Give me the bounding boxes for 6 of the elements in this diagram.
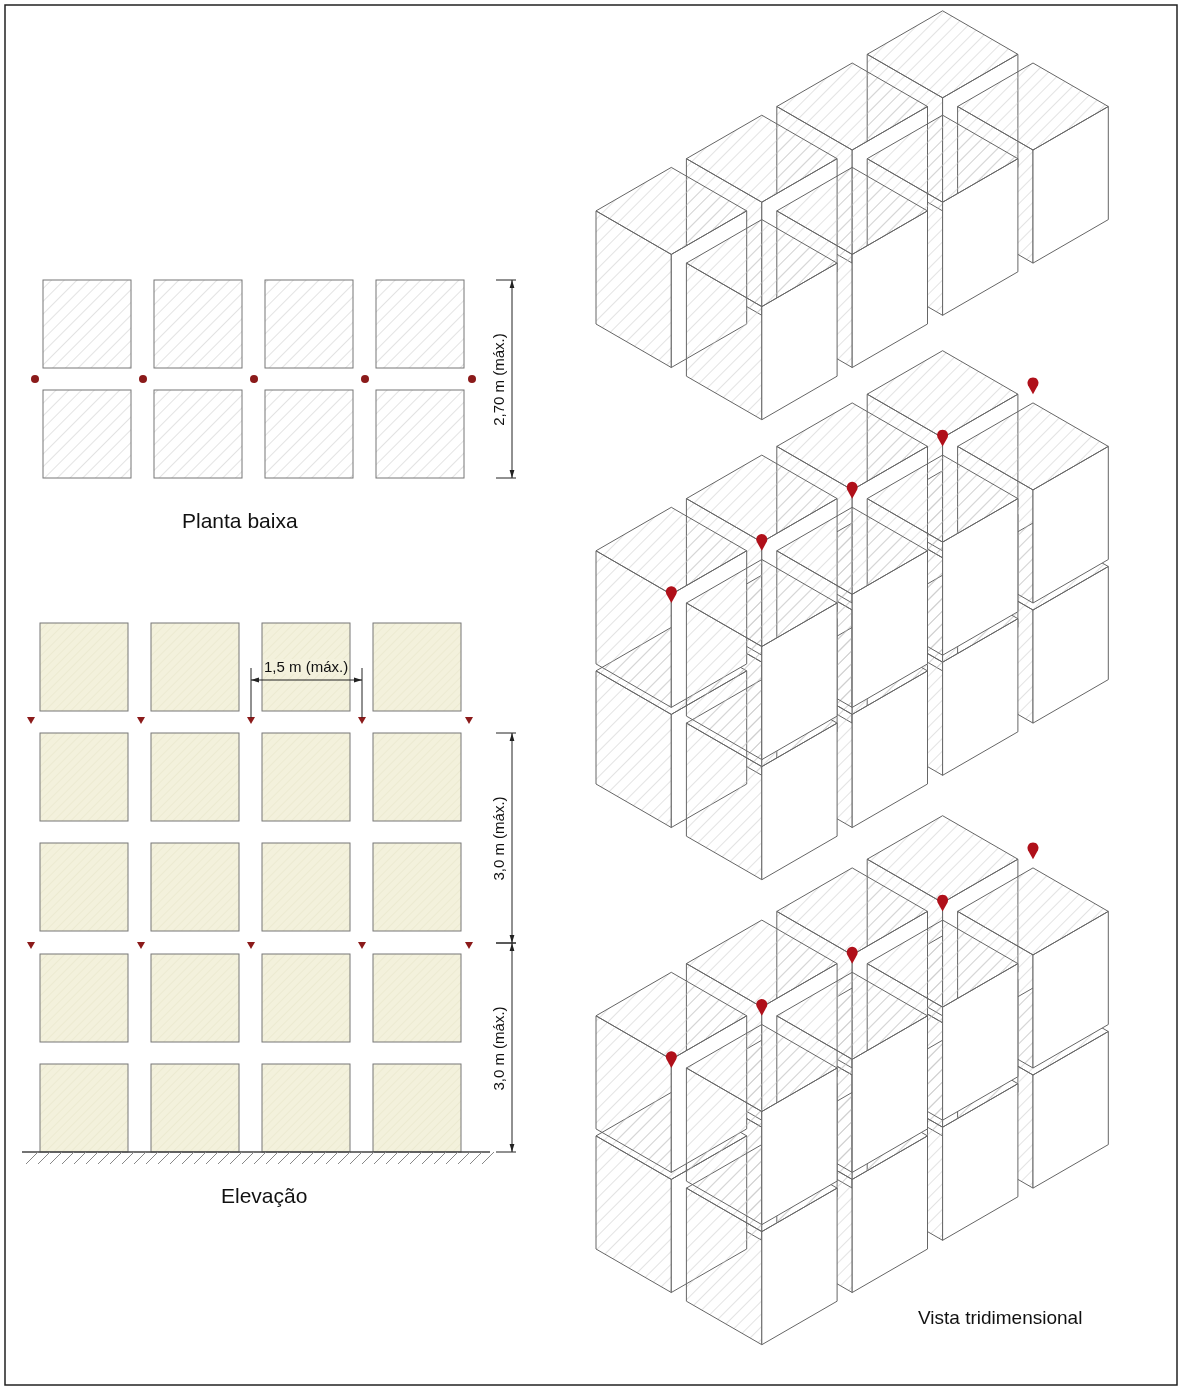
view-title: Planta baixa [182,509,298,531]
view-title: Elevação [221,1184,308,1206]
dimension-label: 3,0 m (máx.) [490,1005,506,1091]
dimension-label: 2,70 m (máx.) [490,332,506,426]
dimension-label: 3,0 m (máx.) [490,795,506,881]
view-title: Vista tridimensional [918,1307,1083,1327]
